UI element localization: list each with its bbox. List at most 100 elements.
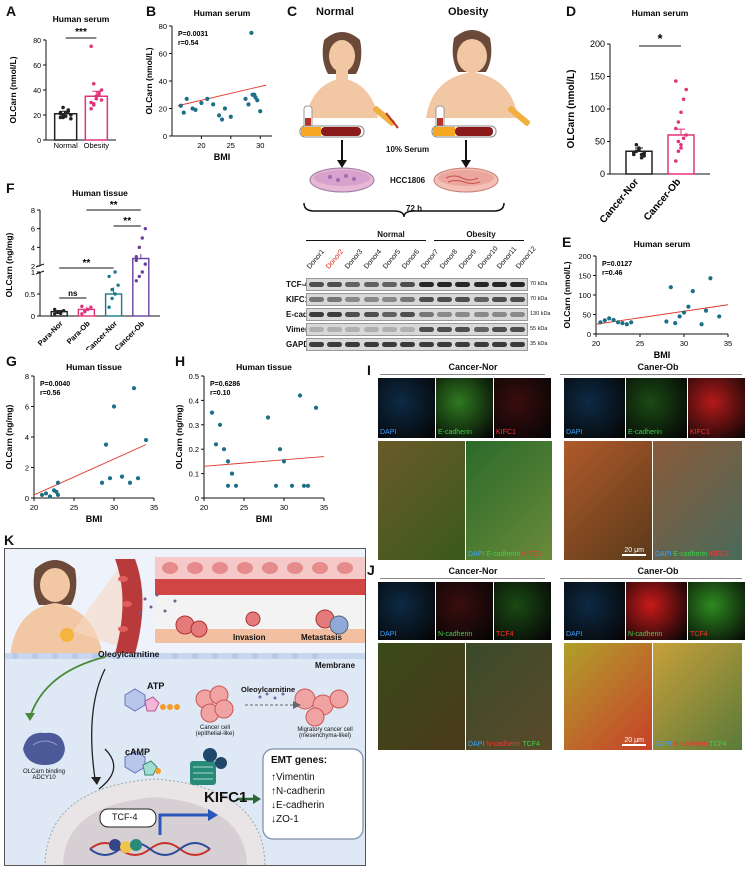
invasion-label: Invasion [233, 633, 266, 642]
data-point [211, 102, 216, 107]
kda-label: 35 kDa [530, 341, 548, 347]
data-point [674, 126, 678, 131]
data-point [140, 270, 144, 274]
data-point [107, 274, 111, 279]
stat-annotation: P=0.0031 [178, 31, 208, 38]
data-point [94, 94, 99, 99]
x-tick-label: Para-Nor [36, 319, 65, 348]
channel-label: TCF4 [522, 741, 540, 748]
fit-line [203, 456, 325, 467]
panel-label-d: D [566, 3, 577, 19]
data-point [193, 107, 198, 112]
data-point [642, 151, 646, 155]
data-point [91, 101, 96, 106]
x-tick-label: 20 [30, 503, 38, 512]
y-tick-label: 0.5 [189, 372, 199, 381]
data-point [53, 312, 57, 316]
x-tick-label: Normal [54, 141, 79, 150]
blot-band [345, 282, 361, 287]
y-tick-label: 0 [195, 494, 199, 503]
blot-band [436, 282, 452, 287]
y-tick-label: 0.3 [189, 421, 199, 430]
y-tick-label: 80 [159, 22, 167, 31]
data-point [624, 322, 629, 327]
y-tick-label: 0 [587, 330, 591, 339]
x-tick-label: 30 [110, 503, 118, 512]
data-point [69, 116, 73, 121]
data-point [199, 100, 204, 106]
bar [132, 257, 150, 317]
bar [625, 150, 653, 175]
merge-label: DAPI E-cadherin KIFC1 [468, 551, 542, 558]
data-point [219, 117, 225, 122]
data-point [110, 296, 114, 301]
epithelial-cell-label: Cancer cell (epithelial-like) [195, 725, 235, 737]
data-point [265, 415, 271, 420]
blot-band [308, 297, 324, 302]
culture-dish-obesity-icon [433, 167, 499, 193]
micrograph-dapi: DAPI [564, 582, 625, 640]
data-point [679, 142, 683, 147]
data-point [708, 276, 713, 281]
data-point [119, 474, 125, 479]
kda-label: 70 kDa [530, 281, 548, 287]
metastasis-label: Metastasis [301, 633, 342, 642]
donor-label: Donor12 [515, 245, 538, 271]
micrograph-dapi: DAPI [564, 378, 625, 438]
blot-band-row [306, 278, 528, 291]
mesenchymal-cell-label: Migratory cancer cell (mesenchyma-likel) [297, 727, 353, 739]
y-tick-label: 0 [31, 312, 35, 321]
x-tick-label: Para-Ob [65, 319, 92, 346]
channel-label: TCF4 [690, 631, 708, 638]
data-point [134, 254, 138, 259]
x-tick-label: 35 [724, 339, 732, 348]
data-point [668, 285, 673, 290]
micrograph-e-cadherin: E-cadherin [626, 378, 687, 438]
blot-band [363, 282, 379, 287]
bar [667, 134, 695, 175]
y-axis-label: OLCarn (ng/mg) [4, 404, 14, 469]
data-point [217, 422, 223, 427]
donor-label: Donor3 [344, 248, 365, 271]
data-point [634, 142, 639, 147]
data-point [277, 447, 283, 452]
blot-band [400, 282, 416, 287]
fit-line [595, 304, 729, 325]
blot-band [455, 282, 471, 287]
y-axis-label: OLCarn (ng/mg) [4, 232, 14, 297]
data-point [69, 113, 73, 117]
cell-line-label: HCC1806 [390, 176, 426, 185]
blot-band [418, 342, 434, 347]
y-tick-label: 0 [163, 132, 167, 141]
blot-band [473, 342, 489, 347]
serum-tube-obesity-icon [431, 125, 497, 138]
channel-label: E-cadherin [673, 551, 710, 558]
x-tick-label: 25 [70, 503, 78, 512]
micrograph-n-cadherin: N-cadherin [626, 582, 687, 640]
blot-band [510, 312, 526, 317]
channel-label: KIFC1 [690, 429, 710, 436]
chart-title: Human serum [53, 14, 110, 24]
fit-line [33, 444, 147, 496]
micrograph-kifc1: KIFC1 [494, 378, 551, 438]
blot-band [400, 342, 416, 347]
y-tick-label: 20 [33, 113, 41, 120]
data-point [639, 155, 644, 160]
significance-label: ** [110, 200, 118, 211]
data-point [140, 236, 144, 240]
data-point [99, 480, 105, 485]
blot-band [473, 312, 489, 317]
data-point [103, 442, 109, 447]
panel-label-c: C [287, 3, 298, 19]
y-axis-label: OLCarn (nmol/L) [144, 47, 154, 114]
merged-micrograph: 20 μm [564, 643, 652, 750]
obese-person-illustration [10, 560, 103, 657]
y-tick-label: 20 [159, 105, 167, 114]
data-point [86, 307, 90, 312]
emt-gene-list: ↑Vimentin ↑N-cadherin ↓E-cadherin ↓ZO-1 [271, 771, 325, 827]
x-tick-label: 25 [240, 503, 248, 512]
stat-annotation: P=0.6286 [210, 381, 240, 388]
chart-title: Human tissue [72, 188, 128, 198]
